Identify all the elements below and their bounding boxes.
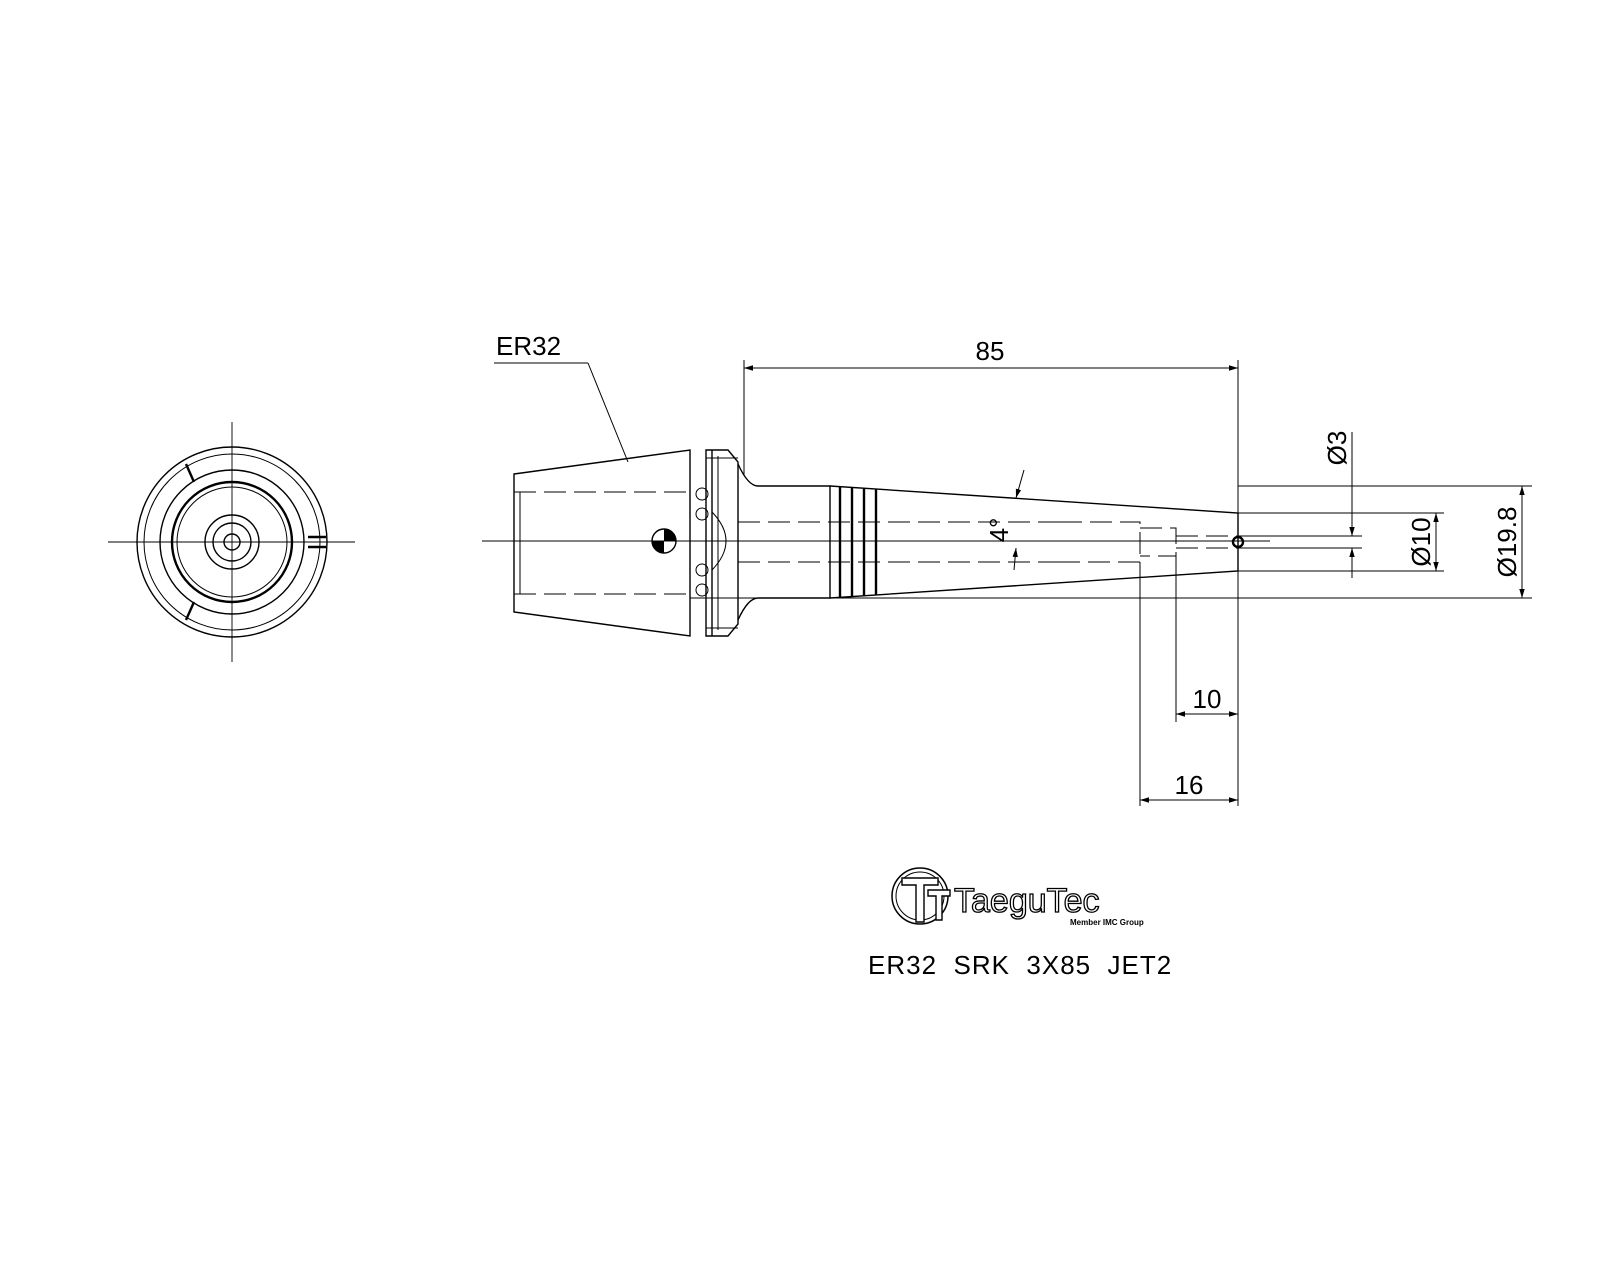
- collet-inner-circle: [176, 486, 288, 598]
- collet-bore-circle: [170, 480, 294, 604]
- collet-label: ER32: [496, 331, 561, 361]
- brand-name: TaeguTec: [954, 882, 1100, 920]
- brand-logo: TaeguTec Member IMC Group: [891, 867, 1144, 927]
- shank-circle: [204, 514, 260, 570]
- shank-neck: [737, 463, 831, 621]
- coolant-hole-circle: [223, 533, 241, 551]
- overall-length-label: 85: [976, 336, 1005, 366]
- hidden-step: [1140, 527, 1177, 557]
- dimensions: ER32 85 4° Ø3 Ø10 Ø19.8 10 16: [494, 331, 1532, 806]
- part-number-title: ER32 SRK 3X85 JET2: [868, 950, 1172, 980]
- hole-diameter-label: Ø3: [1322, 431, 1352, 466]
- dim-16-label: 16: [1175, 770, 1204, 800]
- shank-inner-circle: [212, 522, 252, 562]
- hidden-pocket: [1060, 521, 1141, 563]
- shank-grooves: [838, 486, 878, 598]
- collet-circle: [159, 469, 305, 615]
- slot-mark-top: [184, 463, 196, 483]
- logo-emblem-icon: [891, 867, 951, 925]
- brand-tagline: Member IMC Group: [1070, 918, 1144, 927]
- nut-thread-marks: [695, 487, 709, 597]
- collet-cone: [513, 449, 691, 637]
- outer-nut-circle: [136, 446, 328, 638]
- angle-arrow-bottom: [1012, 547, 1018, 571]
- nut-profile-arc: [711, 511, 727, 571]
- slot-mark-bottom: [184, 601, 196, 621]
- dim-10-label: 10: [1193, 684, 1222, 714]
- angle-arrow-top: [1015, 469, 1025, 499]
- nut-inner-circle: [143, 453, 321, 631]
- tapered-shank: [829, 485, 1239, 599]
- side-view: [482, 449, 1270, 637]
- section-symbol: [651, 528, 677, 554]
- clamping-nut: [705, 449, 739, 637]
- er32-leader-diag: [587, 362, 629, 463]
- taper-angle-label: 4°: [984, 518, 1014, 543]
- body-diameter-label: Ø19.8: [1492, 507, 1522, 578]
- shank-diameter-label: Ø10: [1406, 517, 1436, 566]
- end-view: [108, 422, 355, 662]
